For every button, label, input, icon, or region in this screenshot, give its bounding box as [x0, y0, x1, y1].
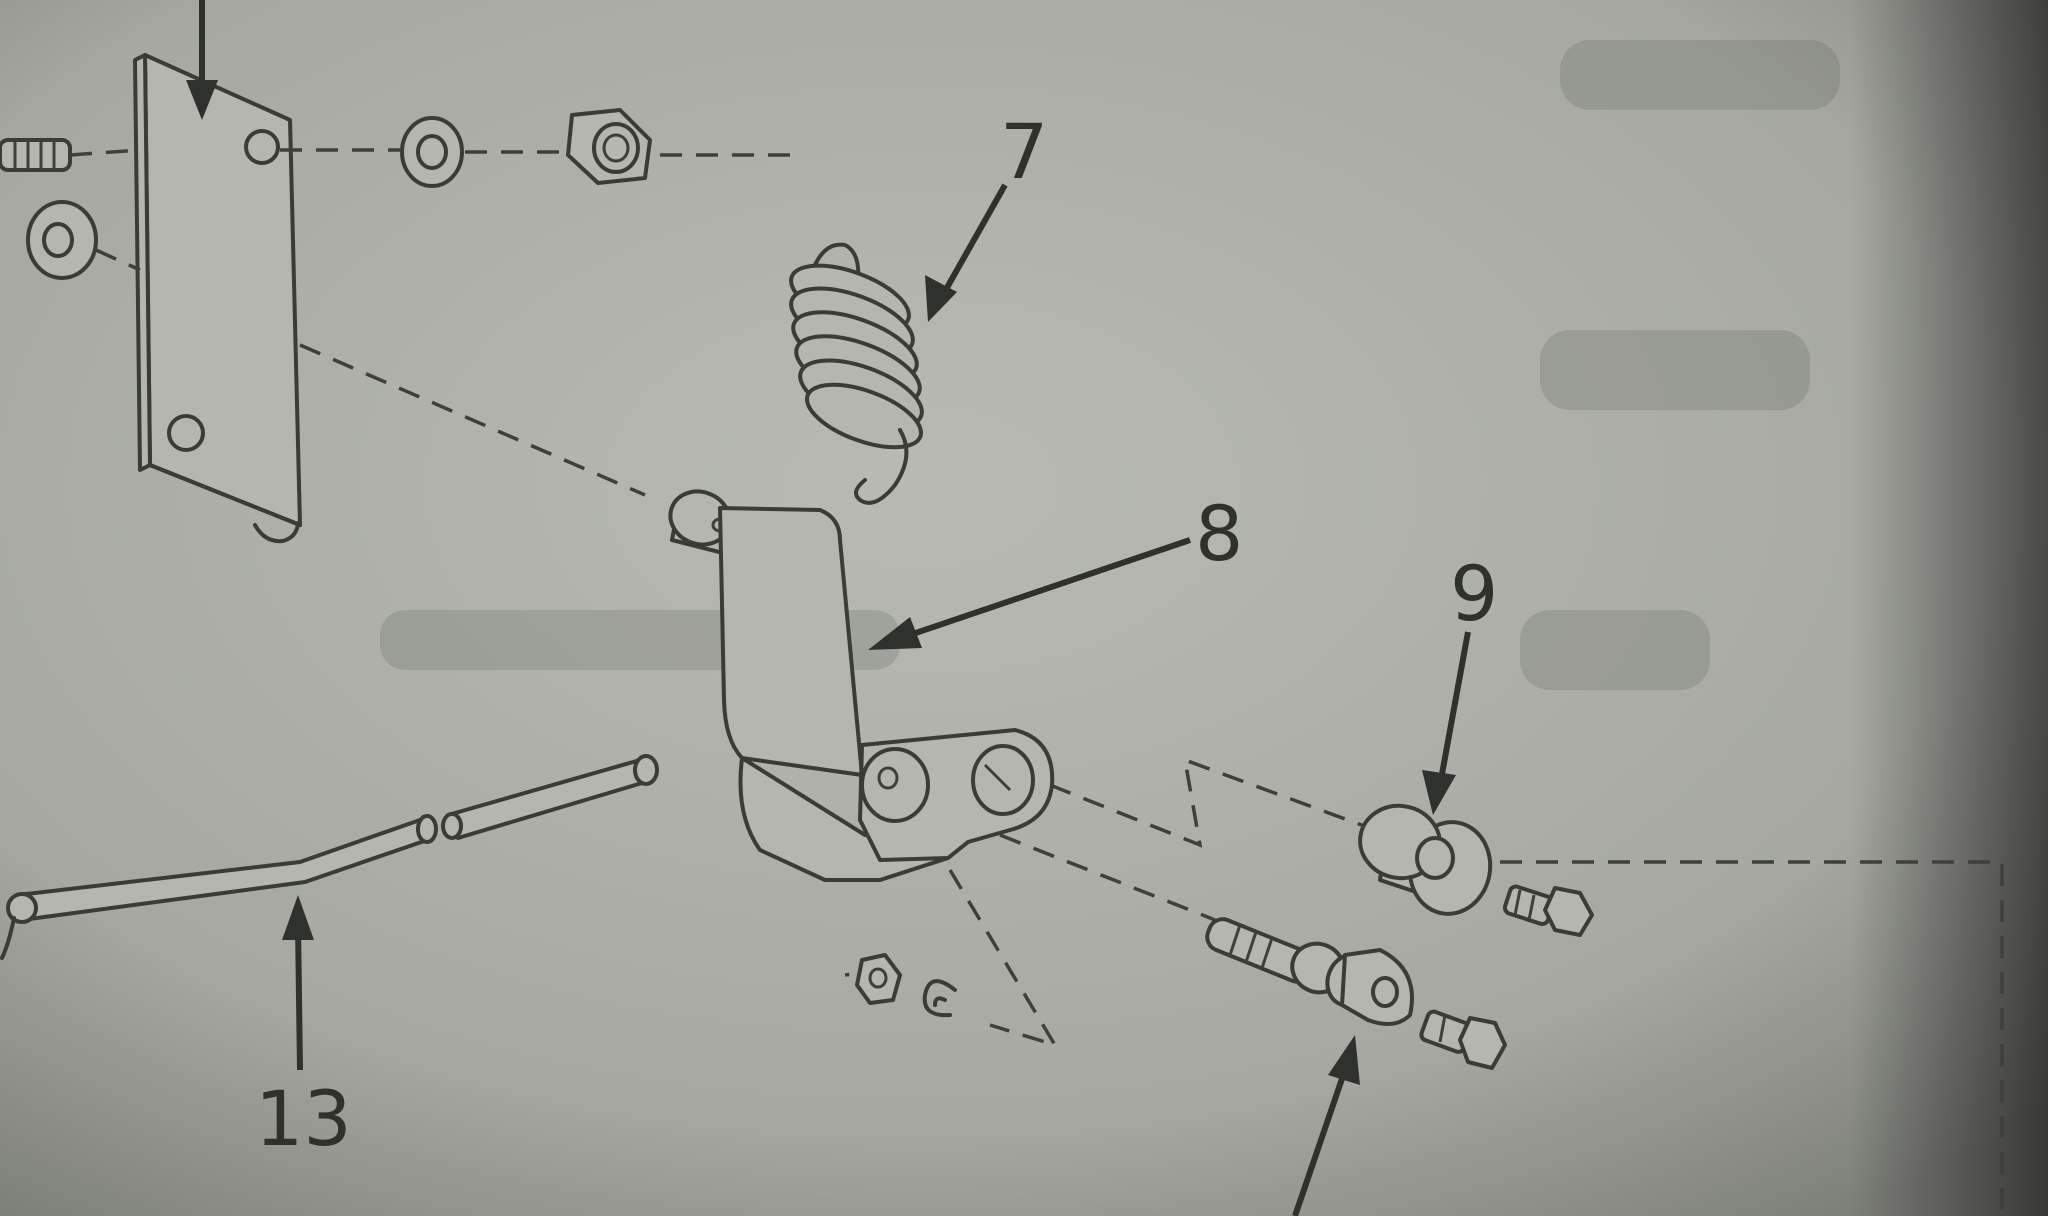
- callout-label-9: 9: [1450, 549, 1498, 638]
- bell-crank-lever: [668, 489, 1055, 882]
- hex-bolt-lower: [1419, 1009, 1507, 1070]
- pivot-bushing: [1358, 803, 1493, 916]
- callout-arrow-9: [1422, 631, 1471, 815]
- callout-arrow-8: [868, 537, 1191, 650]
- hex-nut: [566, 108, 652, 185]
- callout-label-7: 7: [1000, 107, 1048, 196]
- bleed-through-marks: [380, 40, 1840, 690]
- clevis-pointer-arrow: [1292, 1035, 1360, 1216]
- retaining-clip: [922, 979, 957, 1018]
- mounting-plate: [133, 53, 302, 544]
- small-nut: [855, 953, 902, 1005]
- flat-washer-hole: [42, 222, 74, 258]
- callout-arrow-7: [925, 183, 1008, 322]
- callout-label-8: 8: [1195, 489, 1243, 578]
- plate-pointer-arrowhead: [186, 80, 218, 120]
- callout-arrow-13: [282, 895, 314, 1071]
- lock-washer: [400, 116, 464, 188]
- control-rod: [0, 754, 659, 960]
- assembly-leader-lines: [69, 148, 2004, 1216]
- page-edge-shadow: [1850, 0, 2048, 1216]
- clevis-rod-end: [1205, 917, 1414, 1026]
- threaded-stud: [0, 138, 72, 172]
- hex-bolt-upper: [1502, 884, 1594, 937]
- callout-label-13: 13: [255, 1074, 352, 1163]
- tension-spring: [789, 242, 924, 505]
